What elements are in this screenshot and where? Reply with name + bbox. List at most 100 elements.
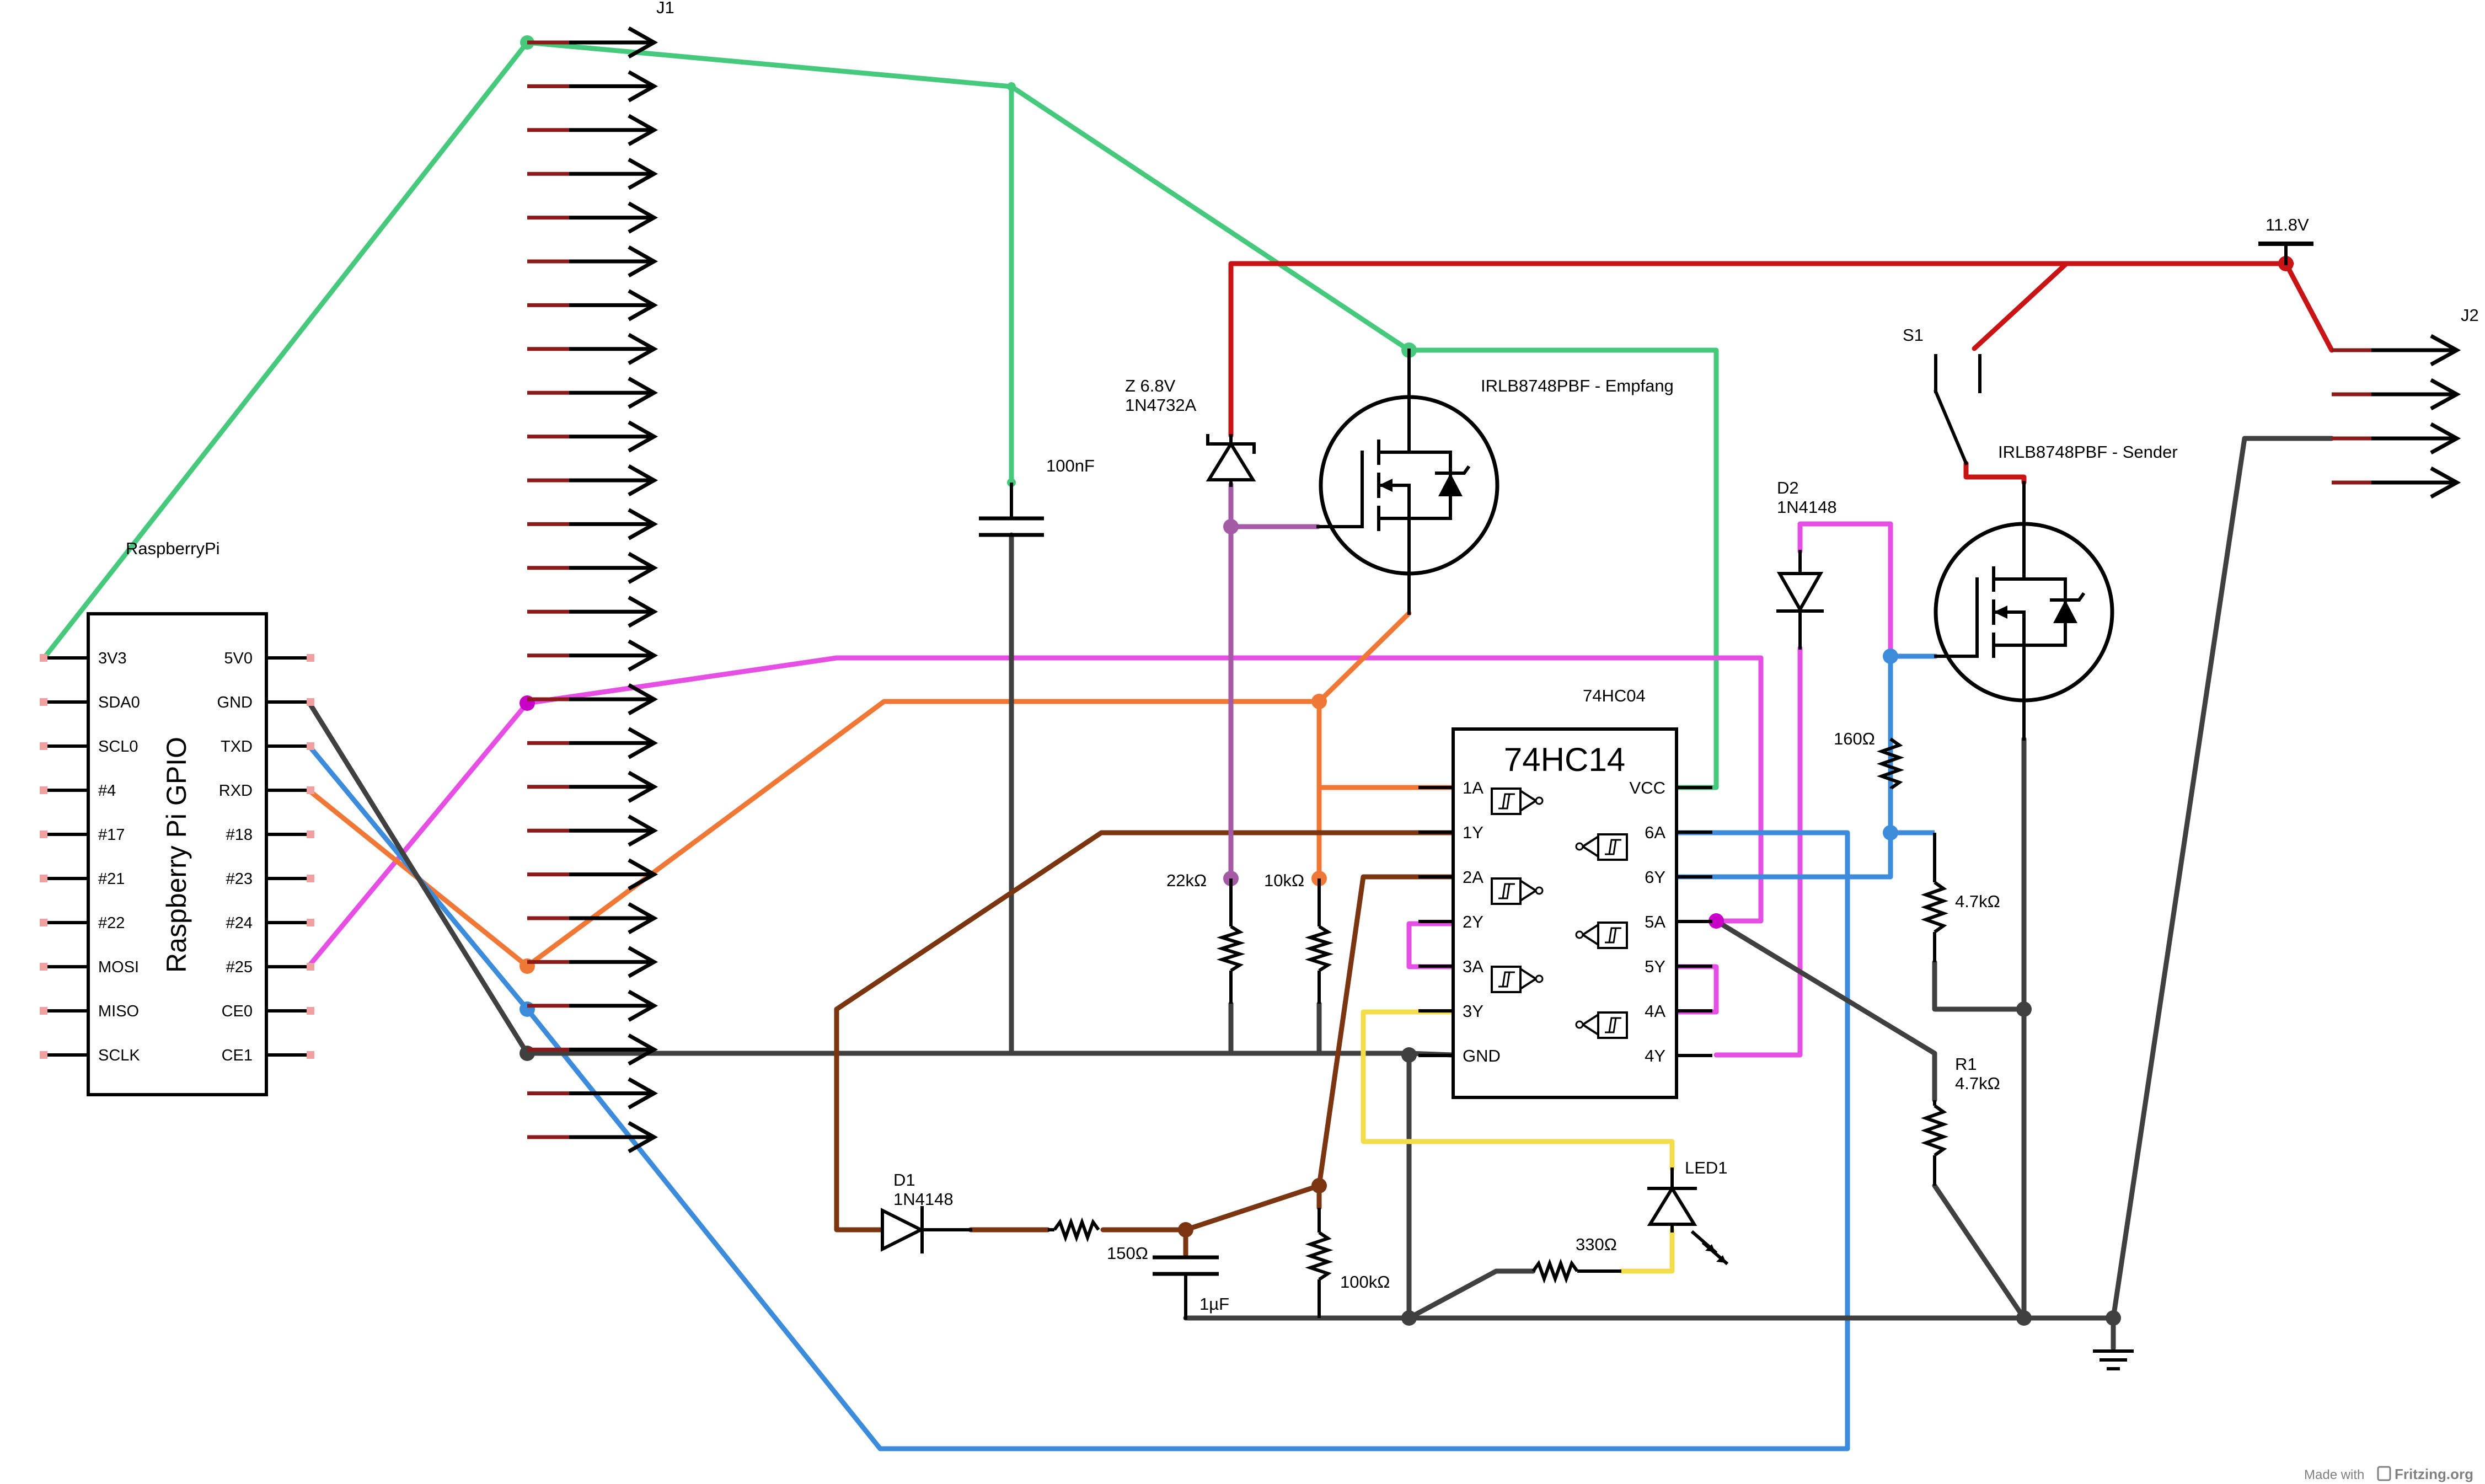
wire-11v8-j2 bbox=[2283, 261, 2334, 353]
led1-label: LED1 bbox=[1685, 1158, 1728, 1177]
j1-pin-arrow bbox=[628, 245, 658, 278]
wire-3y-to-led bbox=[1361, 1009, 1675, 1172]
raspberry-pi-pins: 3V3SDA0SCL0#4#17#21#22MOSIMISOSCLK5V0GND… bbox=[40, 650, 314, 1064]
ic-pin-label: 1Y bbox=[1463, 823, 1483, 842]
rpi-pin-stub bbox=[40, 698, 47, 706]
raspberry-pi-label: RaspberryPi bbox=[126, 539, 220, 558]
ic-pin-label: 2A bbox=[1463, 867, 1483, 887]
r1-value-label: 4.7kΩ bbox=[1955, 1074, 2000, 1093]
junction-dot bbox=[1311, 1178, 1327, 1193]
rpi-pin-label: GND bbox=[217, 694, 253, 711]
footer-made-with: Made with bbox=[2304, 1467, 2364, 1482]
mosfet-receive: IRLB8748PBF - Empfang bbox=[1316, 349, 1674, 615]
rpi-pin-label: SCLK bbox=[98, 1047, 140, 1064]
junction-dot bbox=[1311, 694, 1327, 709]
j1-connector: J1 bbox=[527, 0, 674, 1154]
rpi-pin-stub bbox=[307, 919, 314, 926]
fritzing-logo-icon bbox=[2377, 1466, 2391, 1481]
schmitt-symbol bbox=[1498, 971, 1515, 988]
j2-label: J2 bbox=[2461, 306, 2479, 325]
capacitor-100nf: 100nF bbox=[979, 456, 1095, 537]
resistor-zigzag bbox=[1876, 737, 1905, 790]
supply-label: 11.8V bbox=[2266, 215, 2309, 234]
schmitt-symbol bbox=[1605, 927, 1621, 944]
mosfet-diode-triangle bbox=[1438, 473, 1463, 496]
diode-d2: D2 1N4148 bbox=[1776, 478, 1837, 650]
switch-lever bbox=[1934, 389, 1968, 465]
schmitt-gate bbox=[1491, 877, 1522, 905]
junction-dot bbox=[2016, 1001, 2032, 1017]
j1-pin-arrow bbox=[628, 727, 658, 759]
diode-d1: D1 1N4148 bbox=[881, 1170, 972, 1253]
rpi-pin-label: MISO bbox=[98, 1003, 139, 1020]
rpi-pin-stub bbox=[307, 831, 314, 838]
mosfet-send: IRLB8748PBF - Sender bbox=[1934, 442, 2178, 741]
wire-gnd-r1 bbox=[1713, 918, 1937, 1103]
j1-pin-arrow bbox=[628, 201, 658, 234]
res-4k7-label: 4.7kΩ bbox=[1955, 892, 2000, 911]
rpi-pin-stub bbox=[307, 1007, 314, 1015]
rpi-pin-stub bbox=[40, 875, 47, 882]
wire-2y-3a bbox=[1406, 921, 1456, 969]
rpi-pin-stub bbox=[40, 1051, 47, 1059]
inverter-triangle bbox=[1581, 834, 1599, 859]
j1-pin-arrow bbox=[628, 989, 658, 1022]
ic-pin-label: 4A bbox=[1645, 1001, 1665, 1021]
inverter-bubble bbox=[1575, 930, 1584, 939]
zener-part-label: 1N4732A bbox=[1125, 395, 1197, 415]
mosfet-diode-bar bbox=[1435, 465, 1471, 475]
rpi-pin-label: TXD bbox=[221, 738, 253, 756]
schmitt-gate bbox=[1491, 966, 1522, 993]
ic-pin-label: 3A bbox=[1463, 957, 1483, 976]
wire-150-to-rc bbox=[1100, 1183, 1322, 1233]
resistor-zigzag bbox=[1216, 925, 1246, 972]
wire-mosfet-rx-drain bbox=[1316, 610, 1412, 704]
zener-ref-label: Z 6.8V bbox=[1125, 376, 1176, 395]
mosfet-arrow bbox=[1994, 606, 2007, 619]
j1-pin-arrow bbox=[628, 420, 658, 453]
schmitt-symbol bbox=[1498, 793, 1515, 810]
schmitt-symbol bbox=[1498, 883, 1515, 899]
mosfet-diode-bar bbox=[2050, 592, 2086, 602]
j1-pin-arrow bbox=[628, 289, 658, 322]
wire-gnd-bottom bbox=[1183, 1315, 2116, 1351]
ic-pin-label: 2Y bbox=[1463, 912, 1483, 931]
resistor-zigzag bbox=[1304, 925, 1334, 972]
footer-brand: Fritzing.org bbox=[2395, 1466, 2473, 1482]
rpi-pin-label: #17 bbox=[98, 826, 125, 844]
r1-ref-label: R1 bbox=[1955, 1054, 1977, 1074]
j1-label: J1 bbox=[656, 0, 674, 17]
rpi-pin-label: RXD bbox=[219, 782, 253, 800]
j1-pin-arrow bbox=[628, 683, 658, 716]
j2-connector: J2 bbox=[2332, 306, 2479, 499]
wire-gnd-j2 bbox=[2111, 436, 2334, 1321]
rpi-pin-label: MOSI bbox=[98, 958, 139, 976]
rpi-pin-stub bbox=[307, 963, 314, 971]
schmitt-gate bbox=[1597, 1011, 1628, 1039]
d1-ref-label: D1 bbox=[893, 1170, 915, 1190]
rpi-pin-label: SCL0 bbox=[98, 738, 138, 756]
cap-1uf-label: 1µF bbox=[1199, 1294, 1229, 1314]
j1-pin-arrow bbox=[628, 639, 658, 672]
zener-triangle bbox=[1206, 441, 1256, 481]
rpi-pin-stub bbox=[307, 875, 314, 882]
mosfet-receive-label: IRLB8748PBF - Empfang bbox=[1481, 376, 1674, 395]
rpi-pin-stub bbox=[307, 786, 314, 794]
supply-11v8: 11.8V bbox=[2258, 215, 2313, 265]
capacitor-1uf: 1µF bbox=[1153, 1255, 1229, 1320]
schmitt-gate bbox=[1491, 787, 1522, 815]
wire-d2-to-4y bbox=[1713, 645, 1803, 1058]
res-330-label: 330Ω bbox=[1576, 1235, 1617, 1254]
resistor-zigzag bbox=[1053, 1217, 1100, 1242]
rpi-pin-label: CE0 bbox=[222, 1003, 253, 1020]
ic-ref-label: 74HC04 bbox=[1583, 686, 1646, 705]
j1-pin-arrow bbox=[628, 946, 658, 978]
junction-dot bbox=[520, 1001, 535, 1017]
junction-dot bbox=[2016, 1310, 2032, 1326]
inverter-triangle bbox=[1519, 789, 1538, 813]
rpi-pin-stub bbox=[40, 963, 47, 971]
j1-pins bbox=[527, 26, 658, 1154]
mosfet-arrow bbox=[1379, 479, 1393, 492]
switch-s1: S1 bbox=[1903, 325, 1981, 465]
rpi-pin-stub bbox=[40, 742, 47, 750]
